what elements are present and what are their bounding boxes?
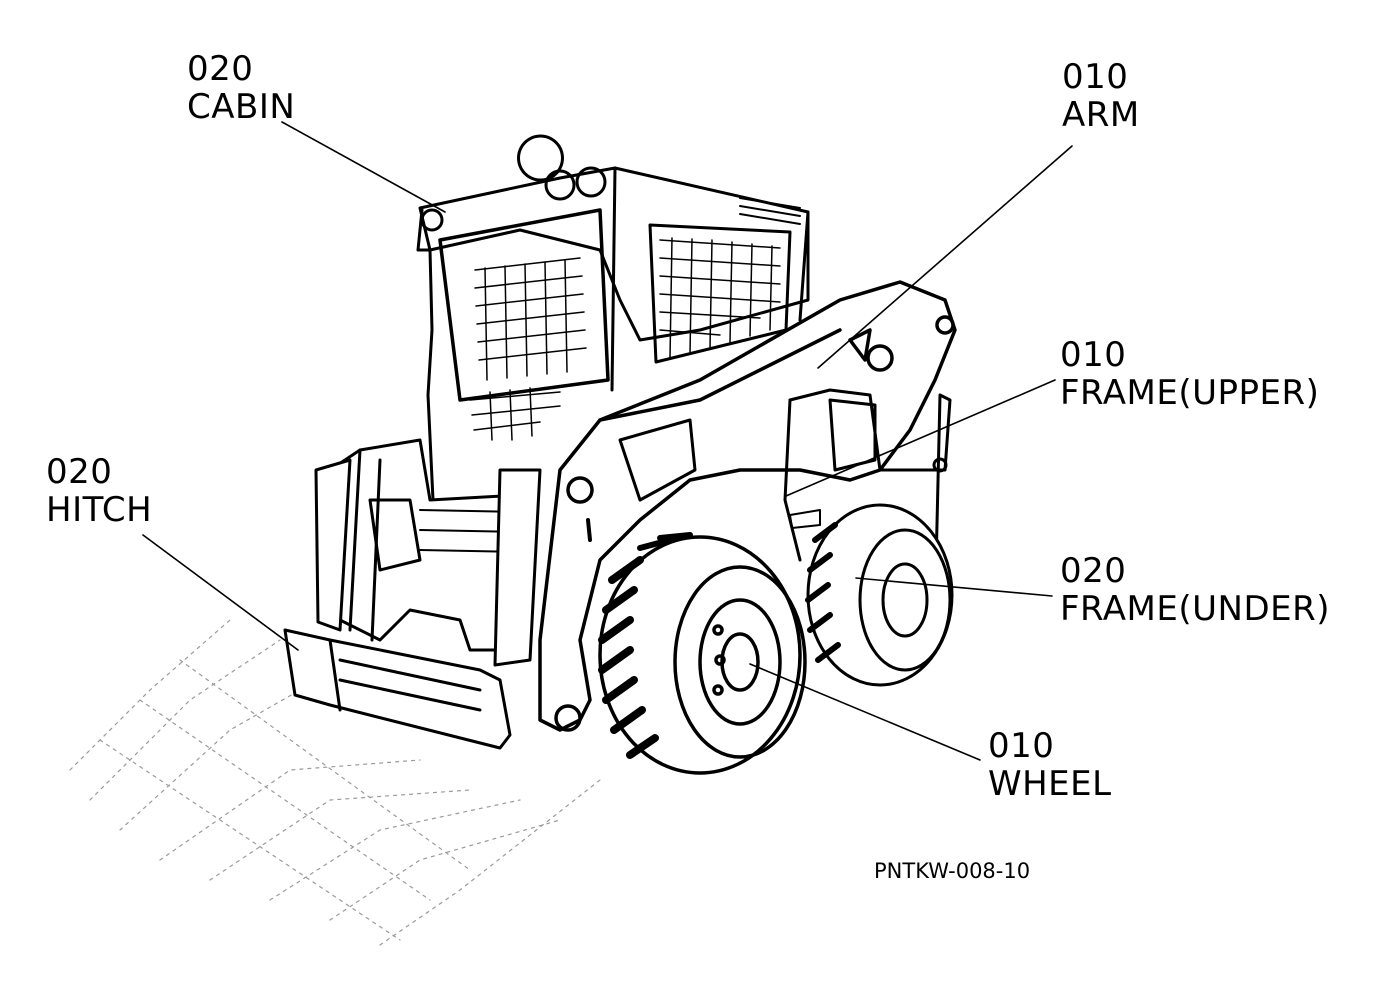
figure-id: PNTKW-008-10 xyxy=(874,859,1031,883)
callout-wheel-name: WHEEL xyxy=(988,764,1112,804)
callout-frame-upper-code: 010 xyxy=(1060,335,1127,375)
callout-hitch-code: 020 xyxy=(46,452,113,492)
callout-frame-under: 020 FRAME(UNDER) xyxy=(1060,552,1330,628)
callout-arm: 010 ARM xyxy=(1062,58,1140,134)
leader-arm xyxy=(817,145,1073,369)
hitch-drawing xyxy=(283,458,542,750)
wheel-rear-drawing xyxy=(805,503,954,687)
callout-frame-under-code: 020 xyxy=(1060,551,1127,591)
callout-frame-upper: 010 FRAME(UPPER) xyxy=(1060,336,1319,412)
leader-lines xyxy=(142,121,1073,761)
callout-arm-name: ARM xyxy=(1062,95,1140,135)
callout-cabin-code: 020 xyxy=(187,49,254,89)
wheel-front-drawing xyxy=(598,532,807,775)
callout-frame-upper-name: FRAME(UPPER) xyxy=(1060,373,1320,413)
leader-frame-upper xyxy=(785,379,1056,497)
frame-under-drawing xyxy=(328,438,522,652)
callout-hitch: 020 HITCH xyxy=(46,453,152,529)
leader-hitch xyxy=(142,534,299,651)
callout-wheel-code: 010 xyxy=(988,726,1055,766)
callout-hitch-name: HITCH xyxy=(46,490,153,530)
callout-frame-under-name: FRAME(UNDER) xyxy=(1060,589,1331,629)
cabin-mesh xyxy=(469,237,781,441)
callout-cabin-name: CABIN xyxy=(187,87,296,127)
callout-arm-code: 010 xyxy=(1062,57,1129,97)
ground-shadow xyxy=(69,619,601,946)
leader-wheel xyxy=(749,663,981,761)
leader-cabin xyxy=(281,121,446,213)
callout-cabin: 020 CABIN xyxy=(187,50,295,126)
callout-wheel: 010 WHEEL xyxy=(988,727,1112,803)
leader-frame-under xyxy=(855,577,1053,597)
